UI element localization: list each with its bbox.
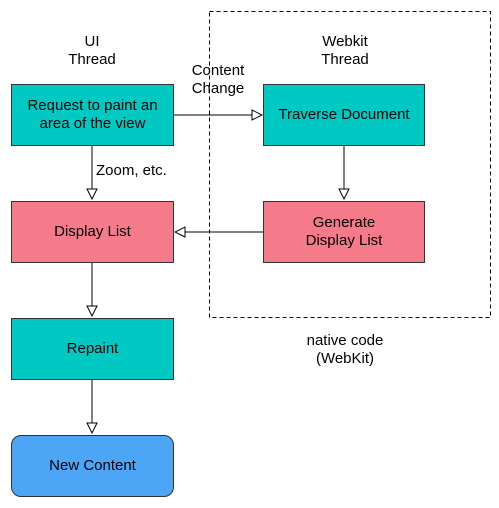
zoom-label: Zoom, etc. (96, 162, 167, 179)
webkit-thread-label: Webkit Thread (321, 33, 369, 68)
display-list-box: Display List (11, 201, 174, 263)
generate-display-list-box: Generate Display List (263, 201, 425, 263)
native-code-region (209, 11, 491, 318)
ui-thread-label: UI Thread (68, 33, 116, 68)
traverse-document-box: Traverse Document (263, 84, 425, 146)
repaint-box: Repaint (11, 318, 174, 380)
content-change-label: Content Change (191, 62, 245, 97)
new-content-box: New Content (11, 435, 174, 497)
native-code-label: native code (WebKit) (306, 332, 384, 367)
request-paint-box: Request to paint an area of the view (11, 84, 174, 146)
